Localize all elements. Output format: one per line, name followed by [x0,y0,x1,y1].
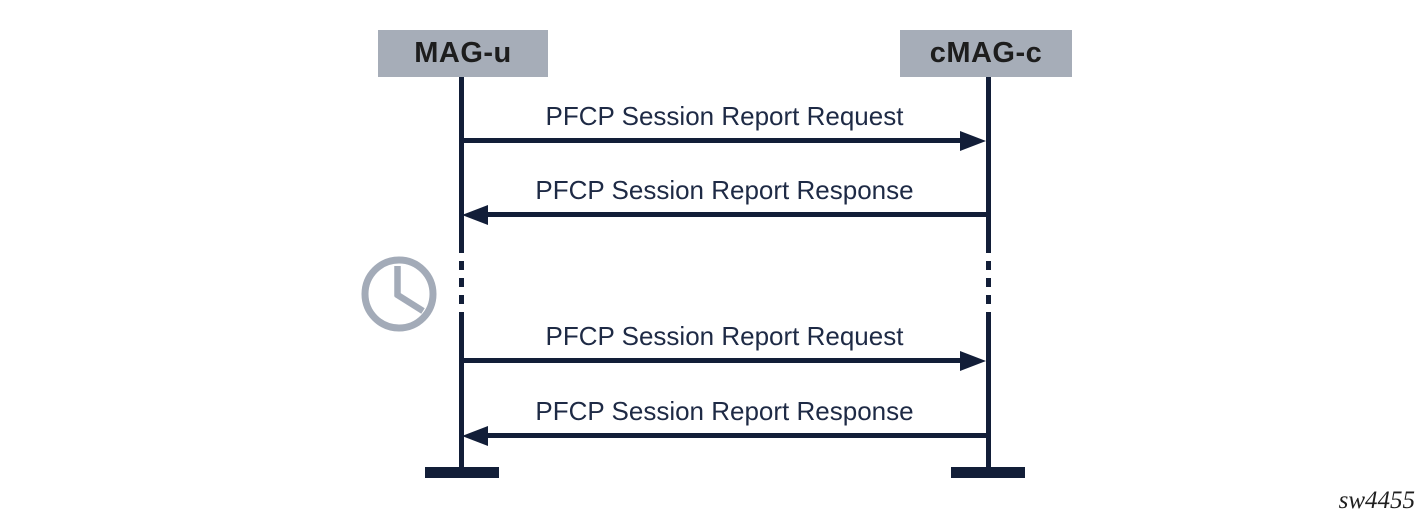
message-line-3 [461,358,962,363]
lifeline-mag-u-dashed [459,253,464,313]
actor-label-cmag-c: cMAG-c [929,37,1043,69]
actor-box-mag-u: MAG-u [378,30,548,77]
message-line-1 [461,138,962,143]
arrowhead-right-icon [960,351,986,371]
lifeline-end-bar-cmag-c [951,467,1025,478]
clock-icon [361,256,437,332]
lifeline-mag-u-upper [459,77,464,253]
message-label-1: PFCP Session Report Request [545,101,904,131]
message-line-4 [486,433,988,438]
lifeline-mag-u-lower [459,313,464,468]
figure-id-watermark: sw4455 [1338,487,1415,514]
arrowhead-right-icon [960,131,986,151]
message-label-4: PFCP Session Report Response [535,396,914,426]
actor-box-cmag-c: cMAG-c [900,30,1072,77]
lifeline-end-bar-mag-u [425,467,499,478]
lifeline-cmag-c-upper [986,77,991,253]
message-line-2 [486,212,988,217]
actor-label-mag-u: MAG-u [414,37,512,69]
lifeline-cmag-c-lower [986,313,991,468]
lifeline-cmag-c-dashed [986,253,991,313]
arrowhead-left-icon [462,426,488,446]
message-label-2: PFCP Session Report Response [535,175,914,205]
arrowhead-left-icon [462,205,488,225]
message-label-3: PFCP Session Report Request [545,321,904,351]
